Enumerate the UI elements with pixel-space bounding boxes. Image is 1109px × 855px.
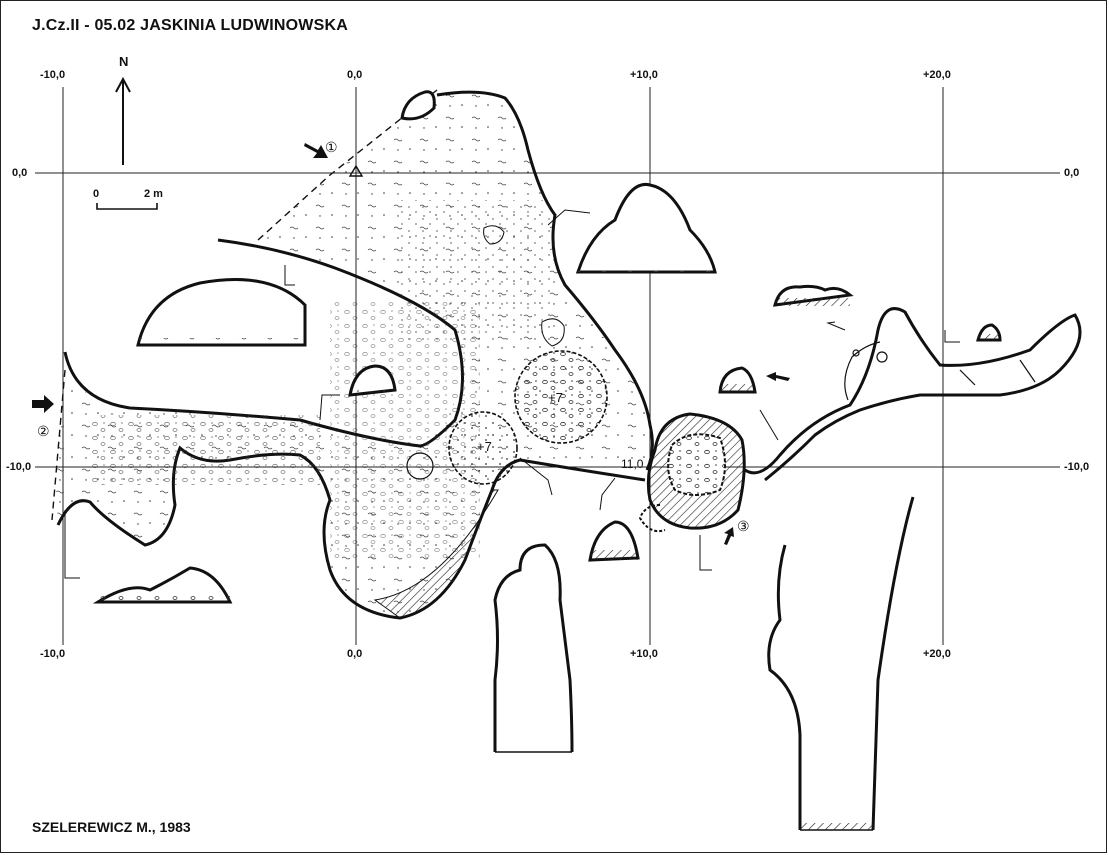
author-credit: SZELEREWICZ M., 1983 — [32, 819, 191, 835]
grid-label-bottom-10: +10,0 — [630, 648, 658, 660]
scale-length-label: 2 m — [144, 188, 163, 200]
entrance-1-label: ① — [325, 139, 338, 155]
entrance-arrow-2 — [32, 395, 54, 413]
grid-label-left-0: 0,0 — [12, 167, 28, 179]
section-markers — [64, 209, 960, 579]
grid-label-right-neg10: -10,0 — [1064, 461, 1090, 473]
grid-label-bottom-0: 0,0 — [347, 648, 363, 660]
rock-formation-a — [514, 350, 608, 444]
entrance-2-label: ② — [37, 423, 50, 439]
survey-station-icon — [348, 164, 364, 177]
grid-label-top-10: +10,0 — [630, 69, 658, 81]
scale-zero-label: 0 — [93, 188, 100, 200]
grid-label-top-20: +20,0 — [923, 69, 951, 81]
south-passage-2 — [767, 496, 915, 831]
map-title: J.Cz.II - 05.02 JASKINIA LUDWINOWSKA — [32, 17, 348, 34]
shaft-chamber — [638, 412, 746, 533]
grid-label-bottom-20: +20,0 — [923, 648, 951, 660]
east-passage — [744, 307, 1082, 482]
rock-formation-b — [448, 411, 518, 485]
grid-label-top-neg10: -10,0 — [40, 69, 66, 81]
entrance-3-label: ③ — [737, 518, 750, 534]
south-passage-1 — [493, 543, 574, 753]
entrance-arrow-1 — [304, 143, 328, 158]
grid-label-top-0: 0,0 — [347, 69, 363, 81]
column-circle — [406, 452, 434, 480]
grid-label-left-neg10: -10,0 — [6, 461, 32, 473]
boulder-1 — [483, 225, 505, 245]
entrance-arrow-3 — [724, 527, 734, 545]
north-label: N — [119, 54, 129, 69]
grid-label-bottom-neg10: -10,0 — [40, 648, 66, 660]
north-arrow — [115, 76, 131, 165]
profile-southwest — [92, 566, 233, 604]
passage-arrow-east — [766, 372, 790, 381]
scale-bar — [96, 203, 158, 210]
boulder-2 — [541, 318, 565, 347]
profile-north — [575, 182, 717, 274]
profile-floors — [98, 266, 1000, 752]
cross-section-profiles — [92, 182, 1002, 604]
profile-west — [136, 277, 307, 347]
grid-label-right-0: 0,0 — [1064, 167, 1080, 179]
